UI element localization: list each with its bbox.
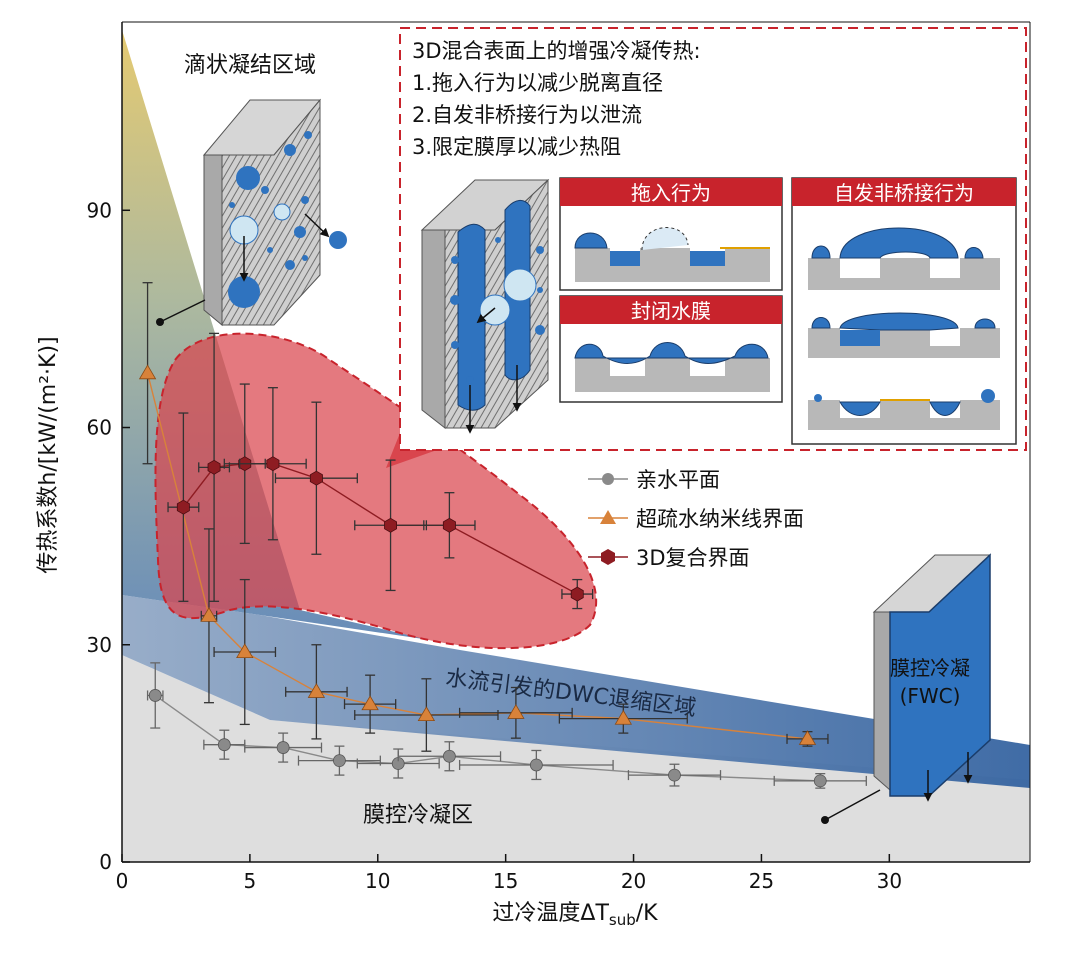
x-tick-label: 5 [244,869,257,893]
data-point [200,607,218,622]
panel-nonbridge-title: 自发非桥接行为 [834,181,974,205]
data-point [266,456,280,472]
legend: 亲水平面 超疏水纳米线界面 3D复合界面 [588,468,804,570]
data-point [217,738,231,752]
series-1 [138,282,829,752]
inset-item-2: 2.自发非桥接行为以泄流 [412,103,642,127]
data-point [668,768,681,782]
panel-closed-film: 封闭水膜 [559,295,783,403]
data-point [442,517,456,533]
series-layer [138,282,867,789]
axes: 0 5 10 15 20 25 30 0 30 60 90 过冷温度ΔTsub/K 传热系数h/[… [36,21,1031,929]
data-point [176,499,190,515]
panel-drag-title: 拖入行为 [631,181,711,205]
legend-label-superhydrophobic: 超疏水纳米线界面 [636,507,804,531]
data-point [417,706,436,721]
fwc-label-line2: (FWC) [900,684,961,708]
data-point [148,689,162,702]
data-point [333,754,346,768]
data-point [570,586,584,602]
legend-item-superhydrophobic: 超疏水纳米线界面 [588,507,804,531]
series-0 [146,662,867,789]
data-point [813,774,827,788]
data-point [138,364,157,380]
region-label-dropwise: 滴状凝结区域 [184,53,316,78]
inset-title: 3D混合表面上的增强冷凝传热: [412,39,701,63]
y-tick-label: 30 [87,633,112,657]
data-point [276,741,290,754]
panel-drag-behavior: 拖入行为 [559,177,783,291]
x-axis-label: 过冷温度ΔTsub/K [492,901,658,929]
y-tick-label: 0 [99,850,112,874]
legend-label-3d: 3D复合界面 [636,546,750,570]
fwc-block-illustration: 膜控冷凝 (FWC) [821,553,992,824]
data-point [798,730,817,745]
x-ticks: 0 5 10 15 20 25 30 [116,854,902,893]
data-point [361,695,379,711]
y-ticks: 0 30 60 90 [87,198,130,874]
x-tick-label: 15 [493,869,518,893]
inset-text: 3D混合表面上的增强冷凝传热: 1.拖入行为以减少脱离直径 2.自发非桥接行为以… [412,39,701,159]
legend-item-3d: 3D复合界面 [588,546,750,570]
series-2 [167,332,594,610]
y-tick-label: 90 [87,198,112,222]
y-tick-label: 60 [87,416,112,440]
region-label-fwc: 膜控冷凝区 [363,803,473,828]
region-fwc [122,655,1030,862]
data-point [442,749,456,763]
data-point [307,683,326,698]
inset-item-3: 3.限定膜厚以减少热阻 [412,135,621,159]
x-tick-label: 10 [365,869,390,893]
x-tick-label: 25 [749,869,774,893]
y-axis-label: 传热系数h/[kW/(m²·K)] [36,336,61,573]
fwc-label-line1: 膜控冷凝 [890,656,970,680]
x-tick-label: 20 [621,869,646,893]
highlight-region-3d [154,332,598,650]
legend-label-hydrophilic: 亲水平面 [636,468,720,492]
dropwise-block-illustration [156,98,347,327]
data-point [614,709,633,725]
grooved-block-illustration [420,178,550,434]
data-point [384,517,398,533]
x-tick-label: 0 [116,869,129,893]
x-tick-label: 30 [877,869,902,893]
data-point [207,459,221,475]
data-point [507,704,525,719]
data-point [236,643,254,658]
data-point [309,470,323,486]
panel-film-title: 封闭水膜 [631,299,711,323]
panel-nonbridging: 自发非桥接行为 [791,177,1017,445]
data-point [529,758,543,772]
inset-item-1: 1.拖入行为以减少脱离直径 [412,71,663,95]
legend-item-hydrophilic: 亲水平面 [588,468,720,492]
